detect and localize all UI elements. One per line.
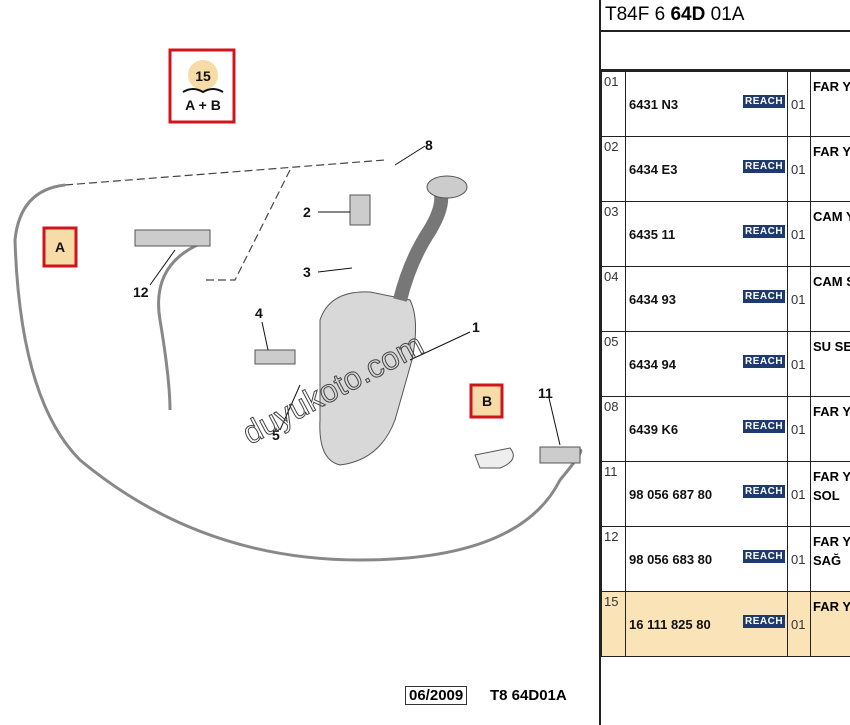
legend-label: A + B [185,97,221,113]
part-number[interactable]: 6434 94 [629,357,676,372]
legend-number: 15 [195,68,211,84]
reach-badge: REACH [743,420,786,433]
svg-text:3: 3 [303,264,311,280]
ref-cell: 6435 11 REACH [625,201,788,267]
svg-text:1: 1 [472,319,480,335]
row-index: 08 [601,396,626,462]
description: CAM S [810,266,850,332]
ref-cell: 6434 E3 REACH [625,136,788,202]
qty-cell: 01 [787,266,811,332]
row-index: 15 [601,591,626,657]
panel-title: T84F 6 64D 01A [601,0,850,32]
part-number[interactable]: 6431 N3 [629,97,679,112]
part-number[interactable]: 98 056 683 80 [629,552,713,567]
hoses [13,183,583,562]
part-number[interactable]: 6434 E3 [629,162,678,177]
part-number[interactable]: 98 056 687 80 [629,487,713,502]
svg-text:12: 12 [133,284,149,300]
row-index: 11 [601,461,626,527]
ref-cell: 6434 93 REACH [625,266,788,332]
reach-badge: REACH [743,290,786,303]
marker-a[interactable]: A [42,226,78,268]
quantity: 01 [791,97,806,112]
legend-box-15[interactable]: 15 A + B [168,48,236,124]
reach-badge: REACH [743,95,786,108]
svg-text:11: 11 [538,385,553,401]
svg-text:A: A [55,239,65,255]
reach-badge: REACH [743,615,786,628]
svg-text:8: 8 [425,137,433,153]
quantity: 01 [791,292,806,307]
reach-badge: REACH [743,550,786,563]
quantity: 01 [791,487,806,502]
footer-code: T8 64D01A [490,687,567,704]
qty-cell: 01 [787,136,811,202]
quantity: 01 [791,552,806,567]
footer-date: 06/2009 [405,686,468,705]
quantity: 01 [791,617,806,632]
svg-text:B: B [482,393,492,409]
table-row[interactable]: 02 6434 E3 REACH 01 FAR Y [601,136,850,202]
dashed-lines [64,159,386,281]
ref-cell: 6431 N3 REACH [625,71,788,137]
row-index: 04 [601,266,626,332]
part-number[interactable]: 16 111 825 80 [629,617,711,632]
qty-cell: 01 [787,461,811,527]
part-number[interactable]: 6435 11 [629,227,676,242]
qty-cell: 01 [787,591,811,657]
ref-cell: 98 056 687 80 REACH [625,461,788,527]
reach-badge: REACH [743,355,786,368]
table-row[interactable]: 15 16 111 825 80 REACH 01 FAR Y [601,591,850,657]
table-row[interactable]: 05 6434 94 REACH 01 SU SE [601,331,850,397]
reservoir [134,175,581,469]
part-number[interactable]: 6434 93 [629,292,676,307]
qty-cell: 01 [787,526,811,592]
row-index: 12 [601,526,626,592]
ref-cell: 6434 94 REACH [625,331,788,397]
ref-cell: 6439 K6 REACH [625,396,788,462]
qty-cell: 01 [787,331,811,397]
reach-badge: REACH [743,485,786,498]
quantity: 01 [791,357,806,372]
description: FAR Y [810,136,850,202]
quantity: 01 [791,162,806,177]
qty-cell: 01 [787,201,811,267]
row-index: 02 [601,136,626,202]
part-number[interactable]: 6439 K6 [629,422,679,437]
ref-cell: 16 111 825 80 REACH [625,591,788,657]
table-row[interactable]: 03 6435 11 REACH 01 CAM Y [601,201,850,267]
description: SU SE [810,331,850,397]
svg-text:4: 4 [255,305,263,321]
row-index: 05 [601,331,626,397]
reach-badge: REACH [743,160,786,173]
table-row[interactable]: 04 6434 93 REACH 01 CAM S [601,266,850,332]
table-row[interactable]: 08 6439 K6 REACH 01 FAR Y [601,396,850,462]
description: FAR Y [810,591,850,657]
callout-labels: 1 2 3 4 5 8 11 12 [133,137,561,446]
svg-text:5: 5 [272,427,280,443]
svg-text:2: 2 [303,204,311,220]
description: CAM Y [810,201,850,267]
description: FAR Y [810,71,850,137]
ref-cell: 98 056 683 80 REACH [625,526,788,592]
row-index: 01 [601,71,626,137]
description: FAR Y [810,396,850,462]
reach-badge: REACH [743,225,786,238]
qty-cell: 01 [787,71,811,137]
qty-cell: 01 [787,396,811,462]
header-blank-row [601,32,850,71]
row-index: 03 [601,201,626,267]
quantity: 01 [791,422,806,437]
marker-b[interactable]: B [469,383,504,419]
table-row[interactable]: 01 6431 N3 REACH 01 FAR Y [601,71,850,137]
parts-diagram: 15 A + B A B 1 2 3 4 5 8 11 12 duyukoto. [13,48,583,562]
quantity: 01 [791,227,806,242]
